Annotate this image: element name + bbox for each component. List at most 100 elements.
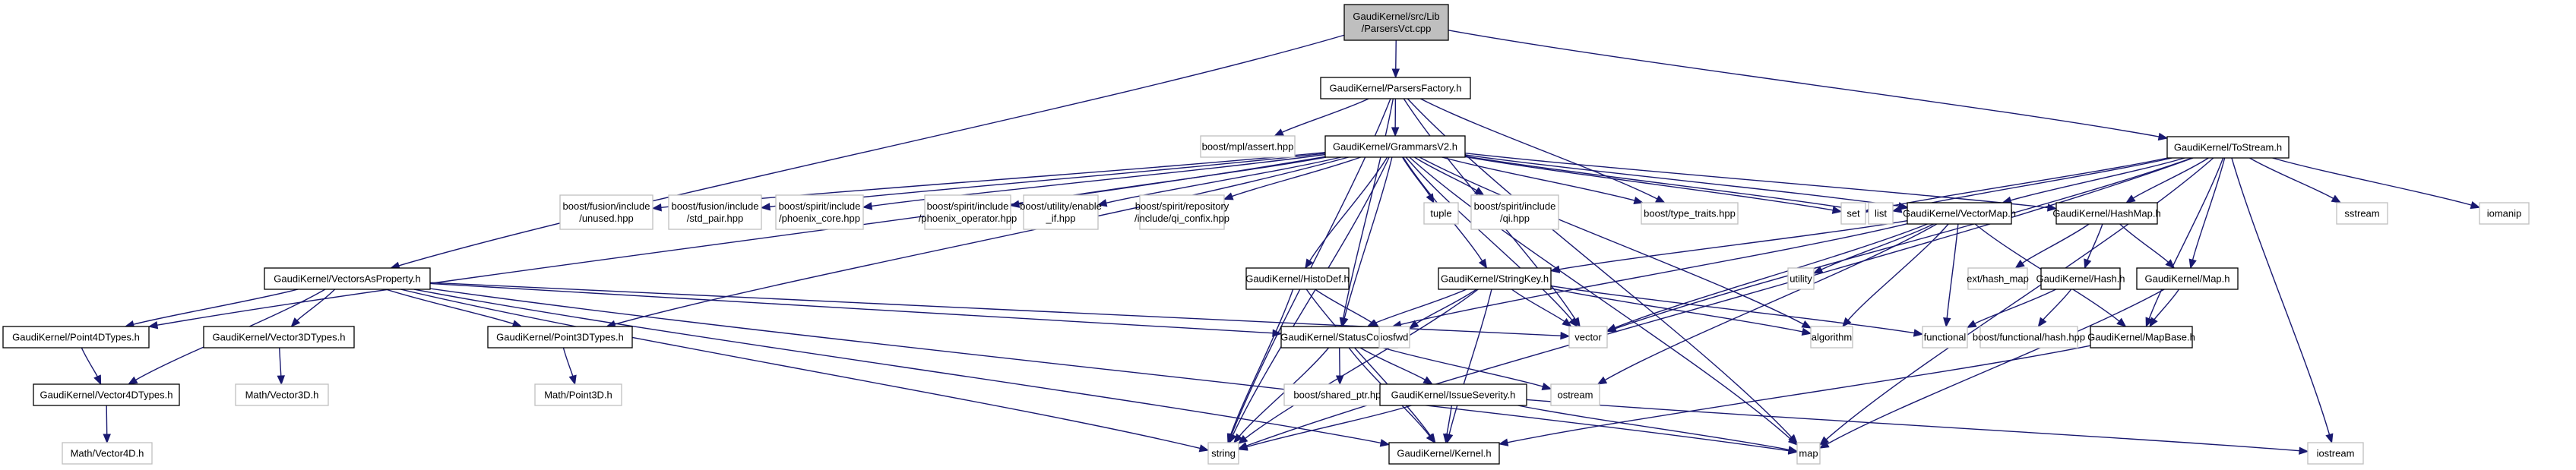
edge-hashmap-to-exthashmap [2021, 223, 2090, 264]
node-box-point4d[interactable] [2, 326, 150, 349]
node-label-issueseverity: GaudiKernel/IssueSeverity.h [1391, 389, 1516, 400]
arrowhead-histodef-to-string [1226, 433, 1235, 444]
edge-tostream-to-vectormap [2010, 157, 2185, 201]
arrowhead-grammarsv2-to-phoenixcore [862, 202, 873, 210]
node-grammarsv2[interactable]: GaudiKernel/GrammarsV2.h [1324, 135, 1466, 158]
node-label-root: GaudiKernel/src/Lib [1353, 11, 1439, 22]
node-tostream[interactable]: GaudiKernel/ToStream.h [2166, 136, 2290, 159]
node-box-map_h[interactable] [2136, 267, 2239, 290]
node-statuscode[interactable]: GaudiKernel/StatusCode.h [1280, 326, 1398, 349]
node-box-ostream [1550, 383, 1600, 406]
arrowhead-grammarsv2-to-set [1831, 206, 1843, 214]
node-label-vectormap: GaudiKernel/VectorMap.h [1903, 207, 2016, 219]
arrowhead-map_h-to-map [1818, 440, 1830, 449]
node-label-iosfwd: iosfwd [1381, 331, 1409, 342]
node-box-vectorsasproperty[interactable] [264, 267, 431, 290]
node-parsersfactory[interactable]: GaudiKernel/ParsersFactory.h [1320, 77, 1471, 99]
arrowhead-root-to-tostream [2157, 132, 2169, 141]
node-box-vector4d[interactable] [33, 383, 180, 406]
arrowhead-stringkey-to-algorithm [1801, 327, 1812, 336]
node-hash[interactable]: GaudiKernel/Hash.h [2036, 267, 2125, 290]
node-map: map [1796, 442, 1821, 465]
edge-stringkey-to-iosfwd [1416, 289, 1477, 324]
node-box-tostream[interactable] [2166, 136, 2290, 159]
edge-grammarsv2-to-point4d [157, 156, 1326, 326]
node-hashmap[interactable]: GaudiKernel/HashMap.h [2052, 202, 2161, 225]
node-box-typetraits [1641, 202, 1739, 225]
node-label-stdpair: boost/fusion/include [672, 200, 759, 212]
node-stringkey[interactable]: GaudiKernel/StringKey.h [1438, 267, 1552, 290]
node-label-utility: utility [1790, 273, 1812, 284]
node-box-issueseverity[interactable] [1379, 383, 1527, 406]
arrowhead-statuscode-to-issueseverity [1422, 376, 1433, 385]
edge-vectorsasproperty-to-vector3d [296, 289, 336, 321]
arrowhead-hashmap-to-exthashmap [2014, 260, 2025, 269]
node-box-mapbase[interactable] [2090, 326, 2193, 349]
node-vectormap[interactable]: GaudiKernel/VectorMap.h [1903, 202, 2016, 225]
node-box-mplassert [1200, 135, 1296, 158]
edge-grammarsv2-to-qihpp [1414, 156, 1477, 191]
arrowhead-tostream-to-hashmap [2125, 194, 2136, 203]
node-box-boosthash [1979, 326, 2078, 349]
node-sharedptr: boost/shared_ptr.hpp [1283, 383, 1397, 406]
arrowhead-parsersfactory-to-grammarsv2 [1391, 127, 1400, 137]
arrowhead-stringkey-to-functional [1913, 329, 1924, 337]
node-label-phoenixop: /phoenix_operator.hpp [919, 213, 1017, 224]
node-unused: boost/fusion/include/unused.hpp [559, 194, 653, 230]
node-label-histodef: GaudiKernel/HistoDef.h [1245, 273, 1350, 284]
node-kernel[interactable]: GaudiKernel/Kernel.h [1388, 442, 1500, 465]
node-box-phoenixop [924, 194, 1011, 230]
node-box-grammarsv2[interactable] [1324, 135, 1466, 158]
node-histodef[interactable]: GaudiKernel/HistoDef.h [1245, 267, 1350, 290]
node-box-hash[interactable] [2040, 267, 2121, 290]
node-box-stringkey[interactable] [1438, 267, 1552, 290]
edge-vectormap-to-vector [1614, 223, 1928, 329]
node-point4d[interactable]: GaudiKernel/Point4DTypes.h [2, 326, 150, 349]
node-point3d[interactable]: GaudiKernel/Point3DTypes.h [487, 326, 633, 349]
arrowhead-grammarsv2-to-vector [1568, 317, 1578, 328]
node-box-root[interactable] [1343, 4, 1449, 41]
node-root[interactable]: GaudiKernel/src/Lib/ParsersVct.cpp [1343, 4, 1449, 41]
node-map_h[interactable]: GaudiKernel/Map.h [2136, 267, 2239, 290]
node-box-histodef[interactable] [1245, 267, 1350, 290]
node-mapbase[interactable]: GaudiKernel/MapBase.h [2087, 326, 2195, 349]
node-vector4d[interactable]: GaudiKernel/Vector4DTypes.h [33, 383, 180, 406]
node-box-qihpp [1470, 194, 1559, 230]
edge-vectormap-to-statuscode [1400, 223, 1908, 326]
node-box-parsersfactory[interactable] [1320, 77, 1471, 99]
node-label-unused: boost/fusion/include [563, 200, 650, 212]
node-box-hashmap[interactable] [2055, 202, 2158, 225]
node-mathvector3d: Math/Vector3D.h [235, 383, 329, 406]
node-vectorsasproperty[interactable]: GaudiKernel/VectorsAsProperty.h [264, 267, 431, 290]
node-box-mathvector4d [62, 442, 153, 465]
arrowhead-hash-to-functional [1966, 320, 1977, 328]
edge-issueseverity-to-kernel [1446, 405, 1453, 435]
arrowhead-statuscode-to-sharedptr [1335, 375, 1344, 386]
arrowhead-vectorsasproperty-to-kernel [1379, 439, 1391, 447]
edge-hash-to-boosthash [2043, 289, 2072, 320]
node-box-vector [1568, 326, 1608, 349]
node-label-hash: GaudiKernel/Hash.h [2036, 273, 2125, 284]
node-vector: vector [1568, 326, 1608, 349]
node-label-unused: /unused.hpp [579, 213, 634, 224]
arrowhead-vectorsasproperty-to-vector4d [127, 376, 138, 385]
node-ostream: ostream [1550, 383, 1600, 406]
arrowhead-vectorsasproperty-to-string [1198, 444, 1210, 453]
node-enableif: boost/utility/enable_if.hpp [1020, 194, 1102, 230]
node-box-vector3d[interactable] [203, 326, 355, 349]
node-phoenixop: boost/spirit/include/phoenix_operator.hp… [919, 194, 1017, 230]
node-box-vectormap[interactable] [1907, 202, 2012, 225]
edge-grammarsv2-to-phoenixcore [871, 153, 1326, 207]
node-issueseverity[interactable]: GaudiKernel/IssueSeverity.h [1379, 383, 1527, 406]
node-box-kernel[interactable] [1388, 442, 1500, 465]
node-label-kernel: GaudiKernel/Kernel.h [1397, 447, 1491, 459]
node-box-point3d[interactable] [487, 326, 633, 349]
edge-vector3d-to-mathvector3d [279, 347, 282, 377]
node-box-unused [559, 194, 653, 230]
node-phoenixcore: boost/spirit/include/phoenix_core.hpp [775, 194, 864, 230]
arrowhead-parsersfactory-to-typetraits [1655, 195, 1666, 203]
node-vector3d[interactable]: GaudiKernel/Vector3DTypes.h [203, 326, 355, 349]
node-label-mathvector4d: Math/Vector4D.h [71, 447, 144, 459]
node-box-enableif [1023, 194, 1099, 230]
node-box-statuscode[interactable] [1280, 326, 1398, 349]
